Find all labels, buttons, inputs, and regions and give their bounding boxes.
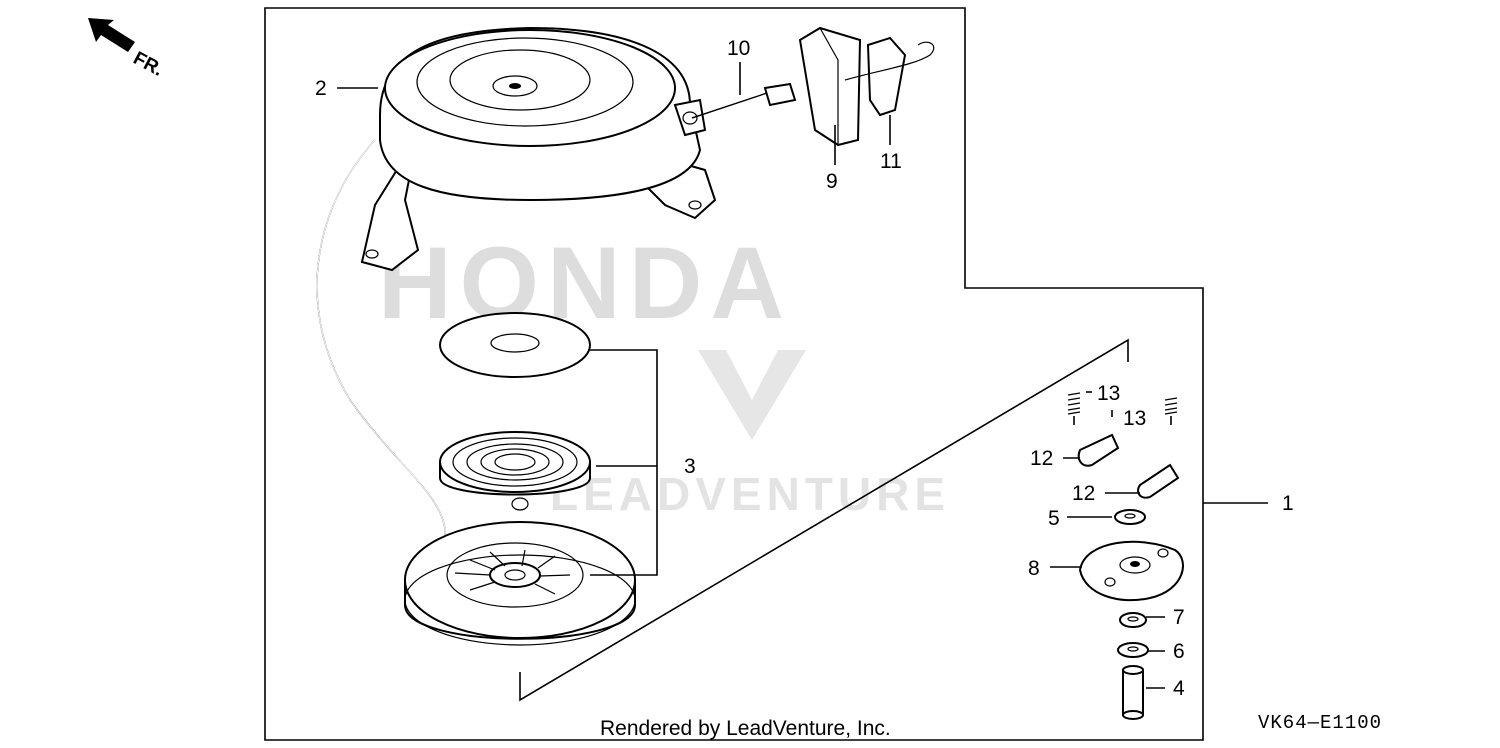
rendered-by-credit: Rendered by LeadVenture, Inc. (600, 717, 891, 740)
frame-outline (264, 7, 1204, 741)
starter-case (360, 26, 717, 272)
ratchet-12-upper (1077, 433, 1120, 467)
ratchet-12-lower (1137, 463, 1180, 499)
callout-9: 9 (826, 170, 838, 193)
spring-13-left (1067, 392, 1081, 425)
callout-bracket-3 (588, 349, 658, 576)
watermark: HONDA LEADVENTURE (378, 226, 950, 520)
callout-2: 2 (315, 77, 327, 100)
callout-4: 4 (1173, 677, 1185, 700)
washer-6 (1117, 642, 1149, 658)
callout-11: 11 (880, 150, 902, 173)
callout-labels: 1 2 3 4 5 6 7 8 9 10 11 12 12 13 13 (315, 37, 1294, 700)
callout-1: 1 (1282, 492, 1294, 515)
callout-6: 6 (1173, 640, 1185, 663)
assembly-guide (519, 338, 1129, 702)
callout-13-left: 13 (1097, 382, 1120, 405)
washer-5 (1114, 509, 1146, 525)
callout-13-right: 13 (1123, 407, 1146, 430)
callout-7: 7 (1173, 606, 1185, 629)
starter-grip (763, 26, 862, 147)
watermark-logo-icon (698, 350, 806, 440)
spring-13-right (1164, 397, 1178, 425)
ratchet-guide-8 (1078, 540, 1184, 602)
pin-4 (1122, 665, 1144, 720)
arrow-icon (88, 18, 135, 52)
watermark-brand: HONDA (378, 226, 792, 340)
watermark-company: LEADVENTURE (550, 468, 950, 520)
diagram-code: VK64—E1100 (1258, 712, 1383, 734)
grip-insert (844, 36, 935, 117)
recoil-spring (439, 431, 591, 511)
front-direction-indicator: FR. (88, 18, 167, 81)
callout-10: 10 (727, 37, 750, 60)
direction-label: FR. (130, 48, 167, 81)
callout-12-upper: 12 (1030, 447, 1053, 470)
callout-8: 8 (1028, 557, 1040, 580)
washer-7 (1119, 612, 1147, 628)
recoil-pulley (404, 521, 636, 646)
leader-lines (337, 62, 1268, 689)
starter-rope-inner (316, 139, 446, 541)
callout-3: 3 (684, 455, 696, 478)
callout-5: 5 (1048, 507, 1060, 530)
spring-washer (439, 312, 591, 378)
callout-12-lower: 12 (1072, 482, 1095, 505)
